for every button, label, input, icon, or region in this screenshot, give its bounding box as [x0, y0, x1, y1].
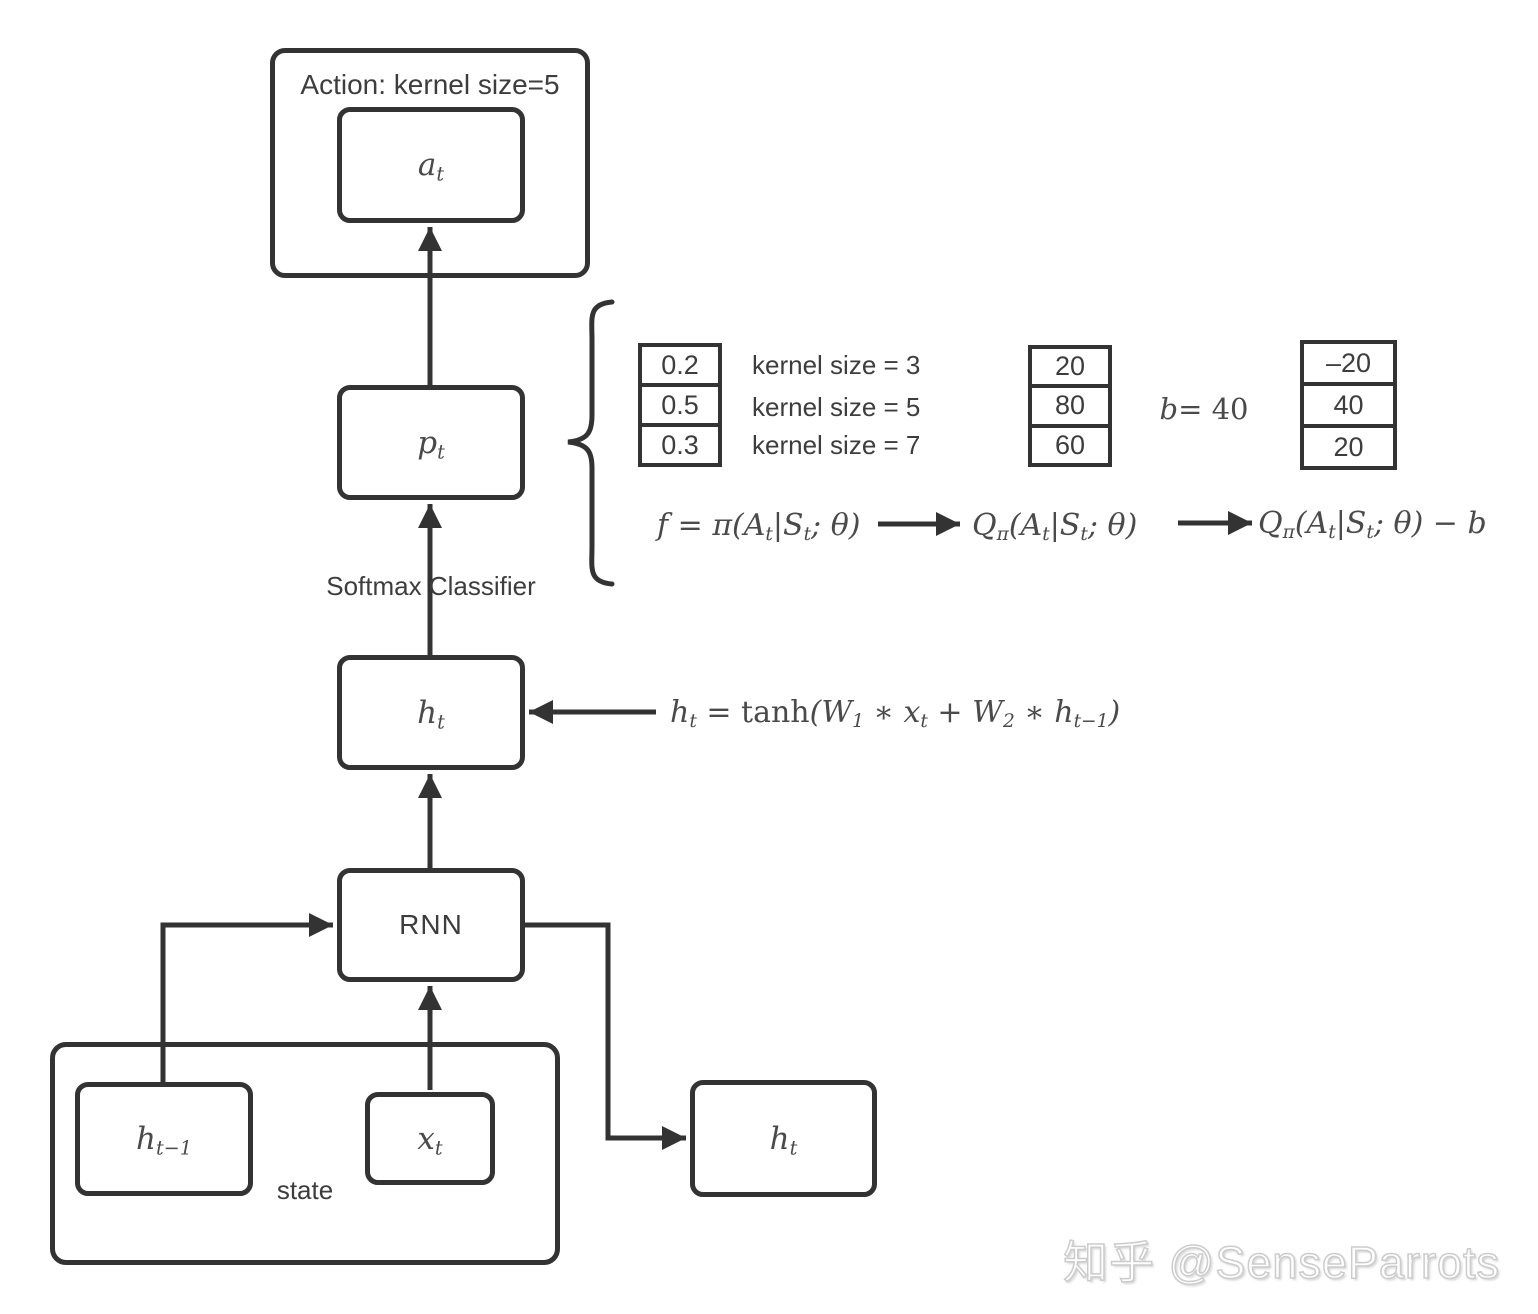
- policy-formula: f = π(At|St; θ): [657, 507, 861, 545]
- advantage-cell: –20: [1304, 344, 1393, 386]
- q-value-cell: 20: [1032, 349, 1108, 389]
- at-label: at: [417, 147, 445, 186]
- probability-cell: 0.5: [642, 387, 718, 427]
- action-box-label: Action: kernel size=5: [300, 69, 560, 100]
- pt-box: pt: [337, 385, 525, 500]
- hprev-box: ht−1: [75, 1082, 253, 1196]
- xt-box: xt: [365, 1092, 495, 1185]
- kernel-label-1: kernel size = 3: [752, 349, 921, 380]
- kernel-label-2: kernel size = 5: [752, 391, 921, 422]
- rnn-box: RNN: [337, 868, 525, 982]
- curly-brace: [567, 299, 615, 587]
- watermark: 知乎 @SenseParrots: [1062, 1236, 1500, 1289]
- pt-label: pt: [417, 424, 445, 463]
- kernel-label-3: kernel size = 7: [752, 429, 921, 460]
- advantage-cell: 40: [1304, 386, 1393, 428]
- q-value-cell: 80: [1032, 388, 1108, 428]
- hprev-label: ht−1: [136, 1121, 192, 1160]
- softmax-label: Softmax Classifier: [326, 570, 536, 601]
- arrow-hprev-to-rnn: [160, 913, 333, 1082]
- advantage-table: –20 40 20: [1300, 340, 1397, 470]
- arrow-rnn-to-htout: [525, 922, 686, 1150]
- q-value-cell: 60: [1054, 429, 1086, 460]
- ht-label: ht: [417, 694, 445, 733]
- state-label: state: [276, 1174, 334, 1205]
- action-box: Action: kernel size=5: [270, 48, 590, 278]
- at-box: at: [337, 107, 525, 223]
- htout-label: ht: [769, 1120, 798, 1159]
- state-box: [50, 1042, 560, 1265]
- hidden-state-formula: ht = tanh(W1 ∗ xt + W2 ∗ ht−1): [670, 694, 1121, 732]
- advantage-cell: 20: [1333, 431, 1364, 462]
- rnn-label: RNN: [399, 909, 463, 940]
- probability-table: 0.2 0.5 0.3: [638, 343, 722, 467]
- q-value-table: 20 80 60: [1028, 345, 1112, 467]
- baseline-value: b = 40: [1159, 392, 1249, 426]
- q-formula: Qπ(At|St; θ): [972, 507, 1138, 545]
- htout-box: ht: [690, 1080, 877, 1197]
- ht-box: ht: [337, 655, 525, 770]
- advantage-formula: Qπ(At|St; θ) − b: [1258, 505, 1487, 543]
- probability-cell: 0.3: [661, 429, 699, 460]
- probability-cell: 0.2: [642, 347, 718, 387]
- xt-label: xt: [417, 1120, 443, 1159]
